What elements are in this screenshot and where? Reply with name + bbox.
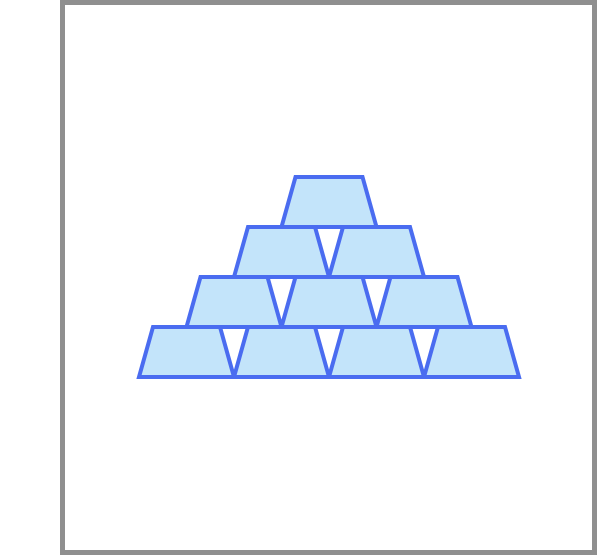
pyramid-block-row3-3 <box>373 275 475 329</box>
pyramid-block-row3-1 <box>183 275 285 329</box>
pyramid-block-row1-1 <box>278 175 380 229</box>
pyramid-block-row4-3 <box>326 325 427 379</box>
pyramid-block-row3-2 <box>278 275 380 329</box>
pyramid-block-row4-4 <box>421 325 522 379</box>
pyramid-blocks <box>136 175 522 379</box>
pyramid-block-row2-1 <box>231 225 332 279</box>
pyramid-block-row4-1 <box>136 325 237 379</box>
pyramid-block-row4-2 <box>231 325 332 379</box>
pyramid-block-row2-2 <box>326 225 427 279</box>
